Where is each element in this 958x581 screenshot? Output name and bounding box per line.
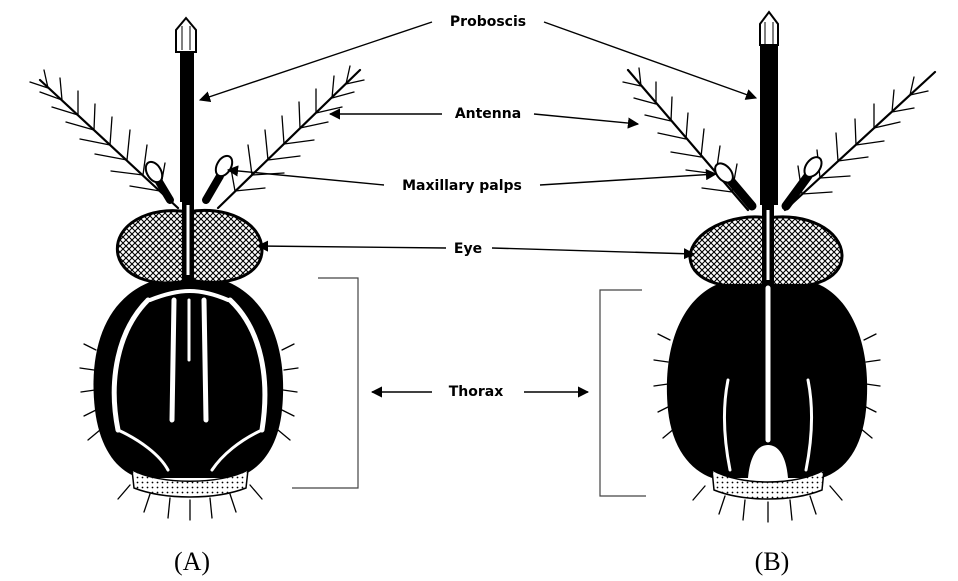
caption-b: (B) xyxy=(755,547,790,576)
thorax-bracket-a xyxy=(292,278,358,488)
maxillary-palps-callout: Maxillary palps xyxy=(228,170,716,194)
eye-a xyxy=(117,200,262,283)
proboscis-label: Proboscis xyxy=(450,14,526,30)
maxillary-palps-label: Maxillary palps xyxy=(402,178,522,194)
eye-b xyxy=(690,204,842,287)
thorax-a xyxy=(80,282,298,520)
proboscis-callout: Proboscis xyxy=(200,14,756,100)
eye-callout: Eye xyxy=(258,241,694,257)
proboscis-b xyxy=(760,12,778,205)
thorax-bracket-b xyxy=(600,290,646,496)
mosquito-b xyxy=(623,12,935,522)
antenna-a-left xyxy=(30,70,178,208)
proboscis-a xyxy=(176,18,196,202)
antenna-callout: Antenna xyxy=(330,106,638,124)
eye-label: Eye xyxy=(454,241,482,257)
antenna-b-right xyxy=(785,72,935,210)
antenna-label: Antenna xyxy=(455,106,521,122)
antenna-b-left xyxy=(623,68,748,210)
thorax-label: Thorax xyxy=(449,384,504,400)
thorax-callout: Thorax xyxy=(292,278,646,496)
mosquito-a xyxy=(30,18,364,520)
caption-a: (A) xyxy=(174,547,210,576)
thorax-b xyxy=(654,284,880,522)
